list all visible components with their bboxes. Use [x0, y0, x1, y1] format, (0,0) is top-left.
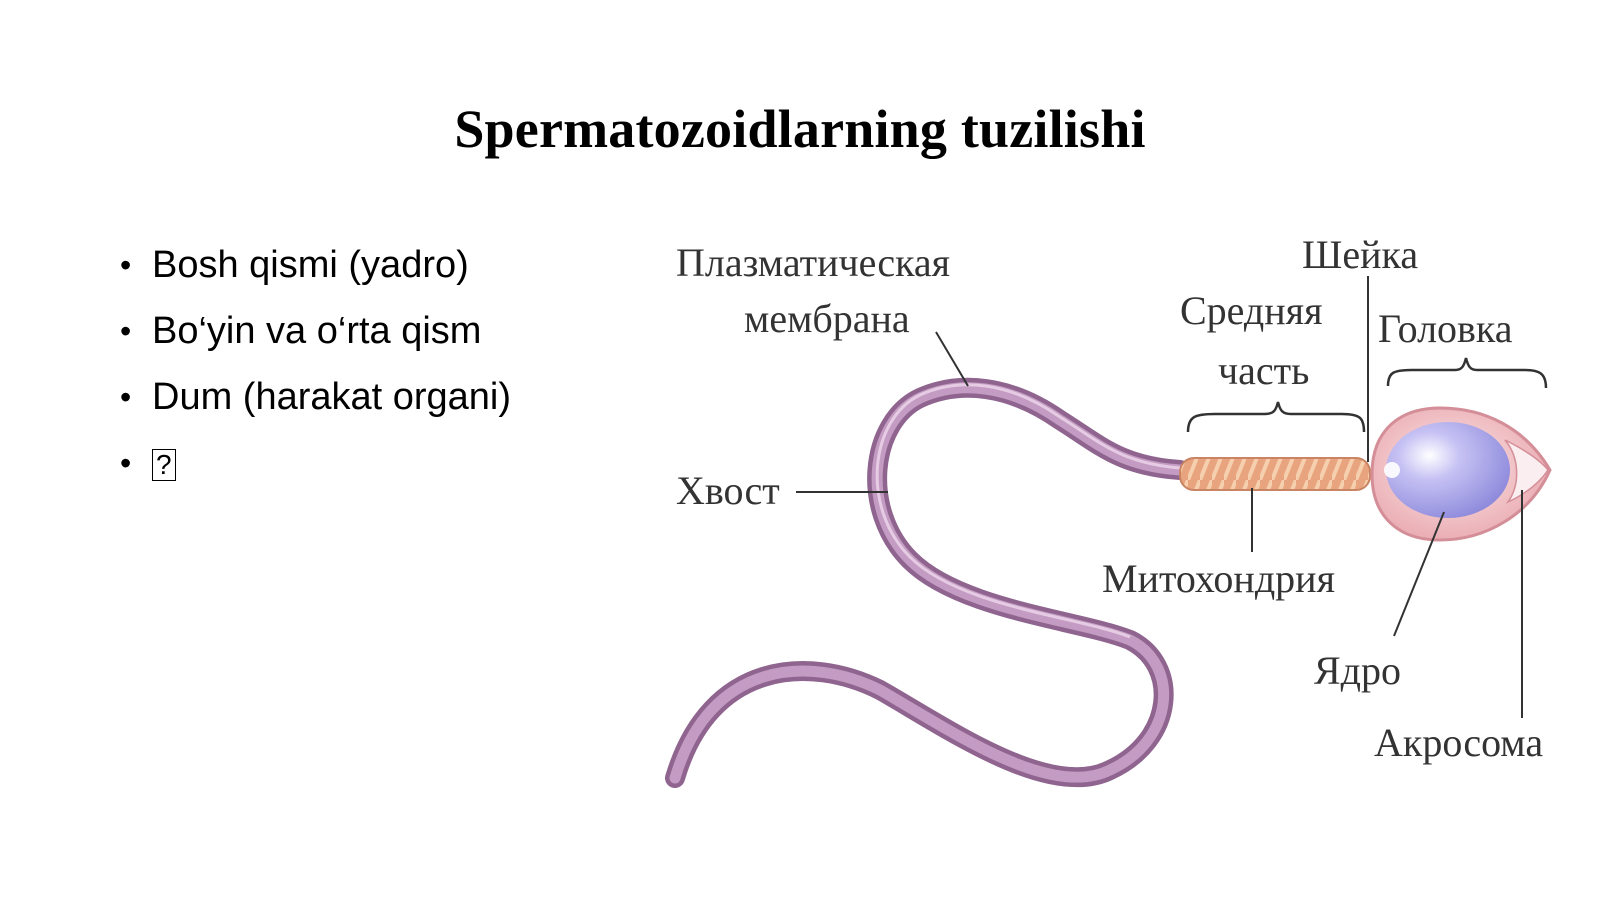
bullet-item: • Dum (harakat organi): [120, 370, 511, 436]
membrane-label-line2: мембрана: [744, 296, 910, 341]
midpiece-brace: [1186, 401, 1366, 433]
nucleus-shape: [1386, 422, 1510, 518]
midpiece-label-line2: часть: [1218, 348, 1309, 393]
membrane-leader-line: [935, 331, 969, 387]
bullet-item: • Bo‘yin va o‘rta qism: [120, 304, 511, 370]
bullet-dot: •: [120, 247, 132, 283]
tail-shape-highlight: [875, 383, 1181, 639]
tail-shape-fill: [669, 382, 1186, 784]
midpiece-shape: [1179, 457, 1371, 491]
acrosome-shape: [1504, 439, 1549, 504]
bullet-item: • Bosh qismi (yadro): [120, 238, 511, 304]
bullet-dot: •: [120, 379, 132, 415]
bullet-text: Dum (harakat organi): [152, 376, 512, 418]
nucleus-leader-line: [1393, 511, 1445, 637]
bullet-dot: •: [120, 445, 132, 481]
acrosome-label: Акросома: [1374, 720, 1543, 765]
head-label: Головка: [1378, 306, 1513, 351]
midpiece-label-line1: Средняя: [1180, 288, 1322, 333]
nucleus-label: Ядро: [1314, 648, 1401, 693]
bullet-list: • Bosh qismi (yadro) • Bo‘yin va o‘rta qis…: [120, 238, 511, 502]
sperm-structure-diagram: Плазматическая мембрана Шейка Средняя ча…: [665, 232, 1552, 788]
bullet-dot: •: [120, 313, 132, 349]
bullet-text: Bo‘yin va o‘rta qism: [152, 310, 482, 352]
slide-title: Spermatozoidlarning tuzilishi: [454, 99, 1146, 159]
head-highlight: [1384, 462, 1400, 478]
neck-label: Шейка: [1302, 232, 1418, 277]
tail-label: Хвост: [676, 468, 780, 513]
membrane-label-line1: Плазматическая: [676, 240, 950, 285]
bullet-text: ?: [152, 448, 176, 481]
mitochondria-label: Митохондрия: [1102, 556, 1335, 601]
bullet-item: •?: [120, 436, 511, 502]
bullet-text: Bosh qismi (yadro): [152, 244, 469, 286]
head-brace: [1386, 357, 1548, 389]
